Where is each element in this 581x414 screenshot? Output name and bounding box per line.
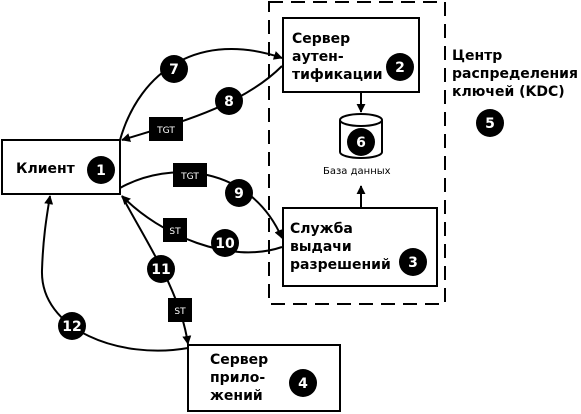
token-st-2: ST [168,298,192,322]
client-label: Клиент [16,161,76,177]
arrow-step-9 [119,171,283,239]
step-badge-8: 8 [215,87,243,115]
kdc-boundary [268,1,446,305]
step-badge-12: 12 [58,312,86,340]
svg-text:2: 2 [395,60,405,76]
arrow-step-8 [121,65,283,142]
token-tgt-2: TGT [173,163,207,187]
svg-text:6: 6 [356,135,366,151]
number-badge-1: 1 [87,156,115,184]
svg-text:TGT: TGT [180,172,199,182]
svg-text:10: 10 [215,236,235,252]
step-badge-10: 10 [211,229,239,257]
number-badge-2: 2 [386,53,414,81]
number-badge-5: 5 [476,109,504,137]
svg-text:TGT: TGT [156,126,175,136]
svg-text:12: 12 [62,319,81,335]
svg-text:7: 7 [169,62,179,78]
tgs-label: Служба выдачи разрешений [290,221,391,273]
arrow-step-10 [121,195,283,254]
svg-text:ST: ST [174,307,186,317]
svg-text:11: 11 [151,262,170,278]
number-badge-3: 3 [399,248,427,276]
app-server-label: Сервер прило- жений [210,352,273,404]
token-st-1: ST [163,218,187,242]
number-badge-4: 4 [289,369,317,397]
svg-text:8: 8 [224,94,234,110]
svg-text:3: 3 [408,255,418,271]
svg-text:ST: ST [169,227,181,237]
arrow-step-7 [119,48,283,141]
step-badge-7: 7 [160,55,188,83]
svg-text:9: 9 [234,186,244,202]
auth-server-label: Сервер аутен- тификации [292,31,383,83]
arrow-step-12 [40,195,189,352]
number-badge-6: 6 [347,128,375,156]
token-tgt-1: TGT [149,117,183,141]
database-label: База данных [323,166,391,177]
svg-text:1: 1 [96,163,106,179]
kdc-label: Центр распределения ключей (KDC) [452,48,581,100]
svg-text:5: 5 [485,116,495,132]
step-badge-9: 9 [225,179,253,207]
step-badge-11: 11 [147,255,175,283]
svg-text:4: 4 [298,376,308,392]
